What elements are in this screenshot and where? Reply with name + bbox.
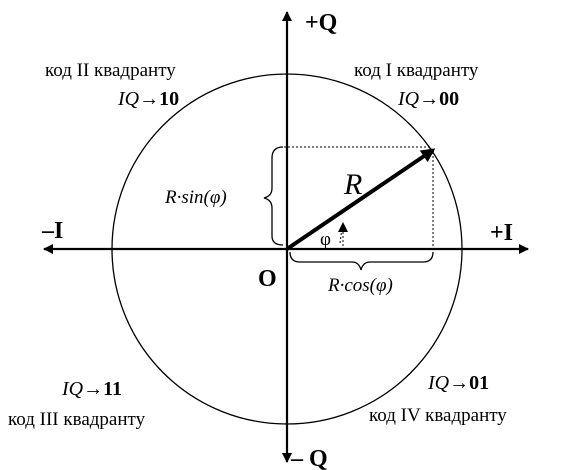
quadrant-3-label: код III квадранту xyxy=(8,409,146,430)
quadrant-4-code: IQ→01 xyxy=(427,372,489,394)
plus-q-label: +Q xyxy=(305,10,337,36)
quadrant-2-label: код II квадранту xyxy=(45,60,176,81)
r-sin-label: R·sin(φ) xyxy=(164,187,227,208)
quadrant-2-code: IQ→10 xyxy=(117,88,179,110)
vector-r-label: R xyxy=(343,168,362,201)
minus-i-label: –I xyxy=(41,218,63,244)
quadrant-1-code: IQ→00 xyxy=(397,88,459,110)
plus-i-label: +I xyxy=(490,220,513,246)
quadrant-1-label: код I квадранту xyxy=(354,60,479,81)
vector-r xyxy=(285,148,436,251)
brace-sin xyxy=(263,146,284,246)
quadrant-4-label: код IV квадранту xyxy=(369,405,507,426)
origin-label: O xyxy=(258,266,277,292)
quadrant-3-code: IQ→11 xyxy=(61,378,122,400)
minus-q-label: – Q xyxy=(290,446,328,470)
angle-phi-label: φ xyxy=(320,229,331,250)
r-cos-label: R·cos(φ) xyxy=(327,275,393,296)
angle-arc-marker xyxy=(339,227,343,244)
brace-cos xyxy=(289,251,434,271)
